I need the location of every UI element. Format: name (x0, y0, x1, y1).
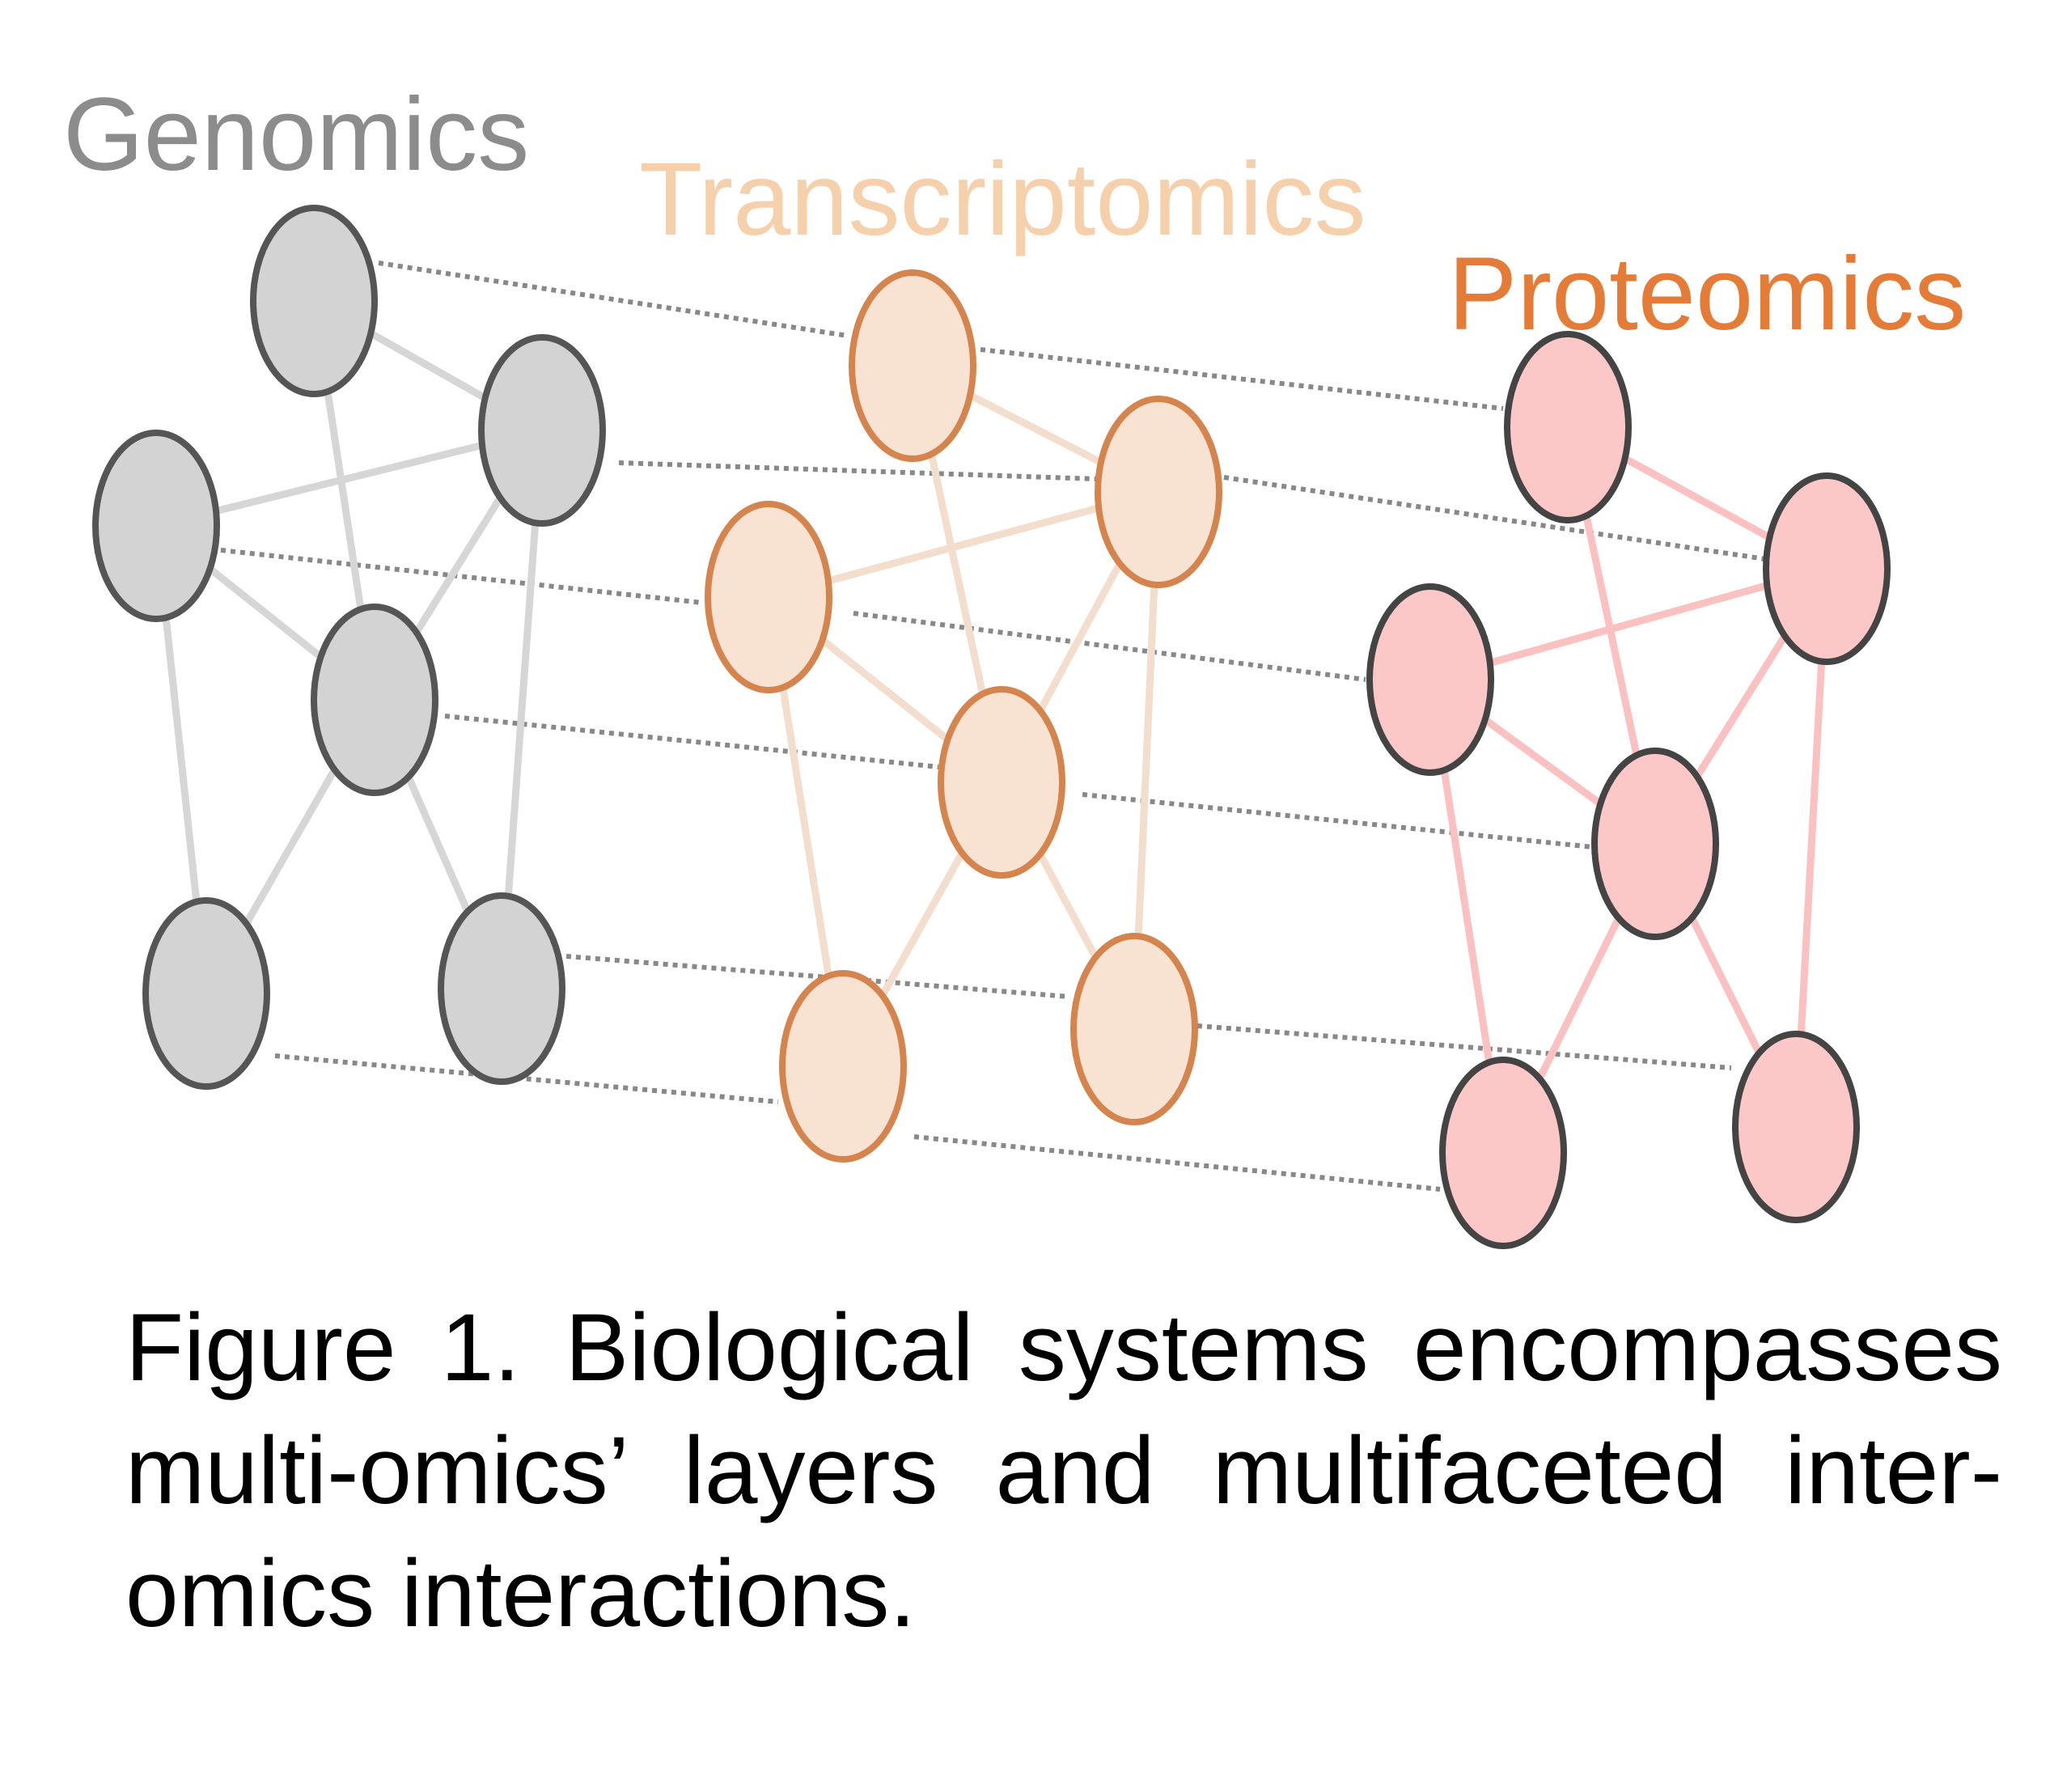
transcriptomics-node (938, 686, 1065, 879)
genomics-node (92, 430, 220, 622)
transcriptomics-network (705, 269, 1222, 1163)
inter-omics-link (618, 460, 1097, 481)
genomics-node (478, 334, 606, 527)
inter-omics-link (1082, 792, 1601, 850)
transcriptomics-node (849, 269, 976, 462)
inter-omics-link (1196, 1023, 1732, 1070)
genomics-network (92, 205, 606, 1090)
proteomics-edge (1429, 565, 1828, 684)
proteomics-node (1763, 472, 1891, 665)
proteomics-node (1591, 748, 1719, 940)
genomics-node (142, 897, 270, 1090)
proteomics-node (1366, 583, 1494, 776)
transcriptomics-nodes (705, 269, 1222, 1163)
transcriptomics-label: Transcriptomics (639, 142, 1366, 257)
inter-omics-link (274, 1053, 779, 1104)
transcriptomics-node (1070, 933, 1198, 1125)
inter-omics-link (853, 611, 1366, 682)
proteomics-label: Proteomics (1448, 236, 1966, 352)
genomics-edge (155, 426, 544, 530)
inter-omics-link (220, 548, 703, 605)
inter-omics-link (980, 347, 1504, 411)
inter-omics-links (220, 261, 1777, 1192)
inter-omics-link (913, 1134, 1441, 1192)
proteomics-node (1439, 1057, 1567, 1249)
genomics-nodes (92, 205, 606, 1090)
figure-caption: Figure 1. Biological systems encompasses… (125, 1294, 2002, 1647)
genomics-label: Genomics (63, 77, 529, 193)
genomics-node (438, 892, 565, 1085)
genomics-node (250, 205, 378, 397)
inter-omics-link (378, 261, 849, 338)
inter-omics-link (565, 954, 1070, 999)
proteomics-node (1504, 331, 1632, 523)
transcriptomics-node (779, 970, 907, 1163)
genomics-node (311, 604, 438, 796)
multi-omics-diagram: Genomics Transcriptomics Proteomics (63, 77, 1966, 1249)
transcriptomics-edge (767, 488, 1160, 601)
inter-omics-link (1223, 475, 1777, 563)
proteomics-nodes (1366, 331, 1891, 1249)
proteomics-network (1366, 331, 1891, 1249)
proteomics-node (1732, 1031, 1860, 1223)
transcriptomics-node (1095, 396, 1222, 588)
transcriptomics-node (705, 501, 832, 693)
